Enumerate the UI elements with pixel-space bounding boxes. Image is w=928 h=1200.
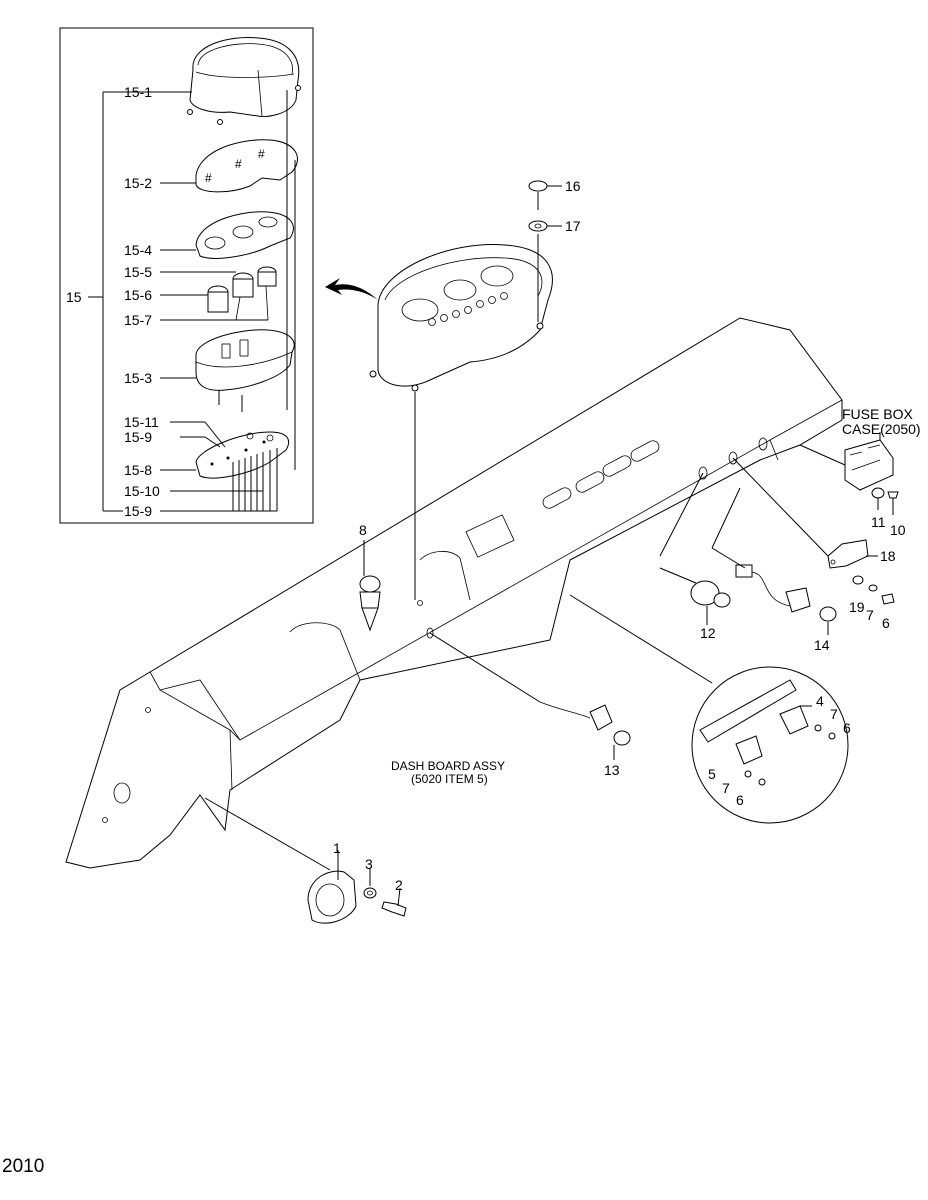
callout-15-5: 15-5 [124, 264, 152, 280]
callout-7b: 7 [830, 706, 838, 722]
part-1-horn [204, 797, 407, 924]
callout-2: 2 [395, 877, 403, 893]
callout-1: 1 [333, 840, 341, 856]
callout-15-3: 15-3 [124, 370, 152, 386]
part-12-switch [659, 472, 731, 625]
callout-10: 10 [890, 522, 906, 538]
callout-15-4: 15-4 [124, 242, 152, 258]
callout-15-1: 15-1 [124, 84, 152, 100]
direction-arrow [325, 278, 378, 300]
callout-6c: 6 [736, 792, 744, 808]
svg-text:#: # [235, 157, 242, 171]
part-13-toggle [429, 632, 631, 760]
part-gauges-15-5-15-6-15-7 [207, 266, 277, 321]
svg-text:#: # [205, 171, 212, 185]
svg-text:#: # [258, 147, 265, 161]
callout-15: 15 [66, 289, 82, 305]
part-lens-15-2: # # # [195, 139, 298, 193]
callout-7a: 7 [866, 607, 874, 623]
part-14-harness [711, 487, 837, 635]
callout-15-11: 15-11 [124, 414, 159, 430]
part-16-17 [528, 180, 562, 232]
callout-12: 12 [700, 625, 716, 641]
fuse-box-label-2: CASE(2050) [842, 421, 921, 437]
callout-17: 17 [565, 218, 581, 234]
callout-3: 3 [365, 856, 373, 872]
dash-board-label-1: DASH BOARD ASSY [391, 759, 505, 773]
instrument-cluster [369, 234, 553, 600]
callout-6a: 6 [882, 615, 890, 631]
part-dial-15-4 [195, 211, 294, 259]
part-8-lamp [359, 540, 381, 632]
page-code: 2010 [2, 1156, 44, 1177]
callout-11: 11 [871, 514, 886, 530]
callout-19: 19 [849, 599, 865, 615]
callout-15-6: 15-6 [124, 287, 152, 303]
leader-lines-15-9-15-10 [180, 421, 278, 511]
fuse-box [799, 432, 899, 515]
callout-15-9b: 15-9 [124, 503, 152, 519]
inset-frame [59, 27, 314, 524]
callout-15-10: 15-10 [124, 483, 160, 499]
callout-8: 8 [359, 522, 367, 538]
part-18-relay [732, 457, 895, 605]
callout-15-9a: 15-9 [124, 429, 152, 445]
callout-14: 14 [814, 637, 830, 653]
callout-7c: 7 [722, 780, 730, 796]
dash-board-label-2: (5020 ITEM 5) [411, 772, 488, 786]
bracket-15 [88, 91, 123, 512]
part-pcb-15-8 [195, 431, 290, 479]
part-cover-15-1 [187, 36, 301, 125]
fuse-box-label-1: FUSE BOX [842, 406, 913, 422]
dash-board-body [65, 317, 843, 869]
callout-4: 4 [816, 693, 824, 709]
callout-13: 13 [604, 762, 620, 778]
callout-18: 18 [880, 548, 896, 564]
part-case-15-3 [195, 329, 295, 412]
detail-circle [569, 594, 849, 824]
callout-16: 16 [565, 178, 581, 194]
callout-5: 5 [708, 766, 716, 782]
callout-6b: 6 [843, 720, 851, 736]
callout-15-8: 15-8 [124, 462, 152, 478]
callout-15-2: 15-2 [124, 175, 152, 191]
callout-15-7: 15-7 [124, 312, 152, 328]
